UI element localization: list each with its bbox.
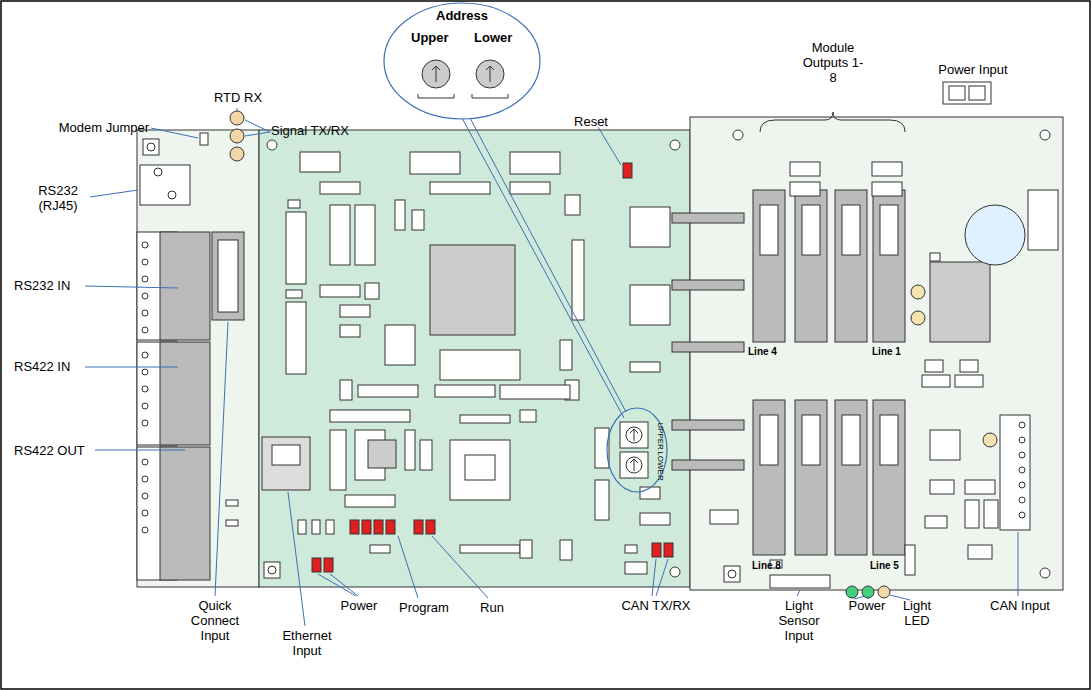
button-label: Reset bbox=[566, 114, 616, 129]
led-label: Program bbox=[392, 600, 456, 615]
address-heading: Address bbox=[436, 8, 488, 23]
led-label: Light LED bbox=[894, 598, 940, 628]
connector-label: Line 4 bbox=[748, 346, 798, 358]
led-label: Signal TX/RX bbox=[271, 123, 371, 138]
port-label: Power Input bbox=[918, 62, 1028, 77]
address-ellipse: AddressUpper Lower bbox=[383, 2, 541, 120]
port-label: CAN Input bbox=[980, 598, 1060, 613]
led-label: RTD RX bbox=[208, 90, 268, 105]
port-label: RS422 OUT bbox=[14, 443, 99, 458]
switch-label: Upper bbox=[411, 30, 449, 45]
led-label: Run bbox=[472, 600, 512, 615]
group-label: Module Outputs 1-8 bbox=[802, 40, 864, 85]
part-label: Modem Jumper bbox=[45, 120, 149, 135]
led-label: Power bbox=[334, 598, 384, 613]
switch-label: Lower bbox=[474, 30, 512, 45]
connector-label: Line 1 bbox=[872, 346, 922, 358]
connector-label: Line 5 bbox=[870, 560, 920, 572]
port-label: RS232 (RJ45) bbox=[28, 183, 88, 213]
led-label: CAN TX/RX bbox=[614, 598, 698, 613]
port-label: RS422 IN bbox=[14, 359, 94, 374]
silkscreen-label: LOWER bbox=[655, 446, 665, 486]
silkscreen-label: UPPER bbox=[655, 416, 665, 456]
port-label: Ethernet Input bbox=[272, 628, 342, 658]
connector-label: Line 8 bbox=[752, 560, 802, 572]
port-label: RS232 IN bbox=[14, 278, 94, 293]
port-label: Light Sensor Input bbox=[768, 598, 830, 643]
port-label: Quick Connect Input bbox=[184, 598, 246, 643]
led-label: Power bbox=[842, 598, 892, 613]
